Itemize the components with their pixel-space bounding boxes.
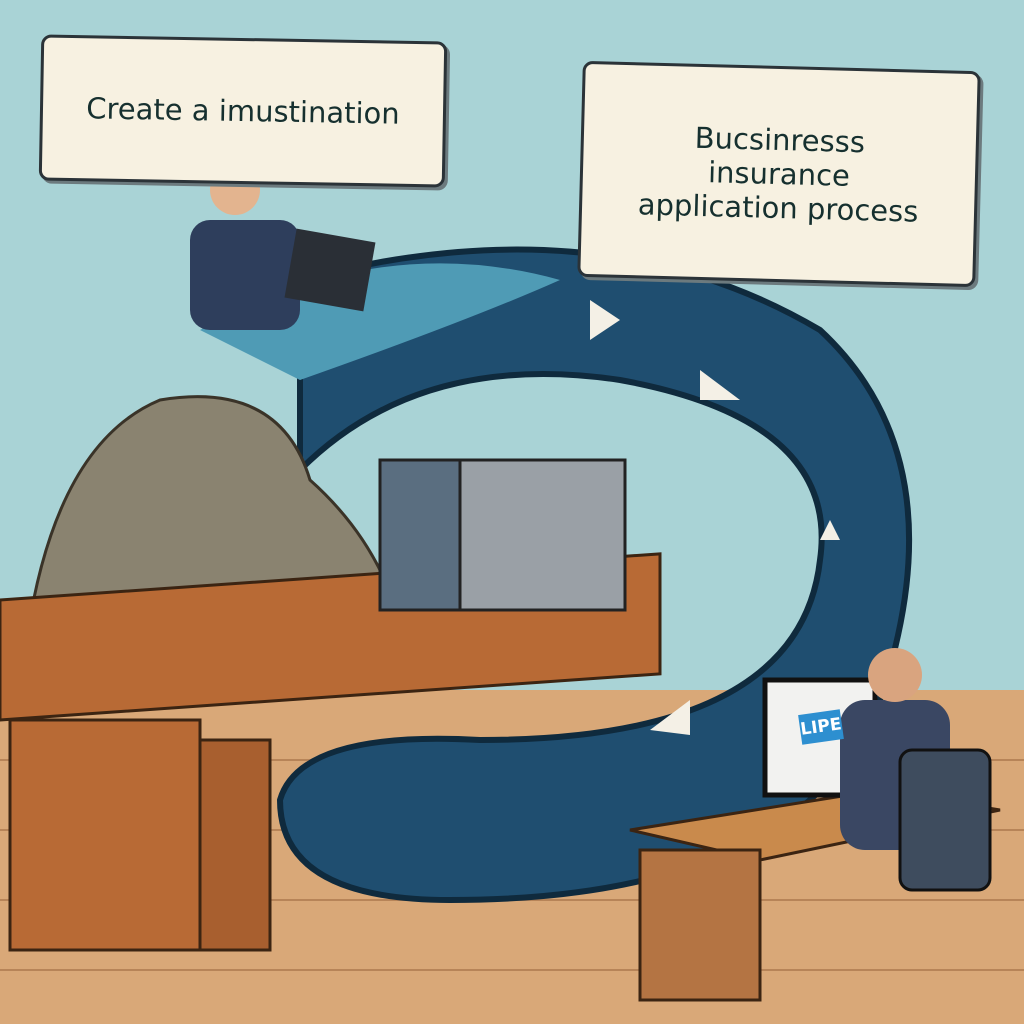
right-desk-side [638, 848, 762, 1002]
office-chair [898, 748, 992, 892]
sign-right: Bucsinresss insurance application proces… [577, 60, 981, 288]
person-left [190, 220, 300, 330]
sign-left: Create a imustination [38, 34, 448, 188]
desk-drawers [198, 738, 272, 952]
sign-left-text: Create a imustination [85, 91, 401, 131]
sign-right-line-3: application process [637, 187, 919, 229]
person-right-head [868, 648, 922, 702]
laptop [284, 228, 376, 312]
computer-monitor [378, 458, 472, 612]
process-loop [276, 246, 913, 904]
desk-side [8, 718, 202, 952]
flow-arrows [590, 300, 840, 735]
printer [458, 458, 627, 612]
monitor-screen-label: LIPE [798, 709, 844, 745]
